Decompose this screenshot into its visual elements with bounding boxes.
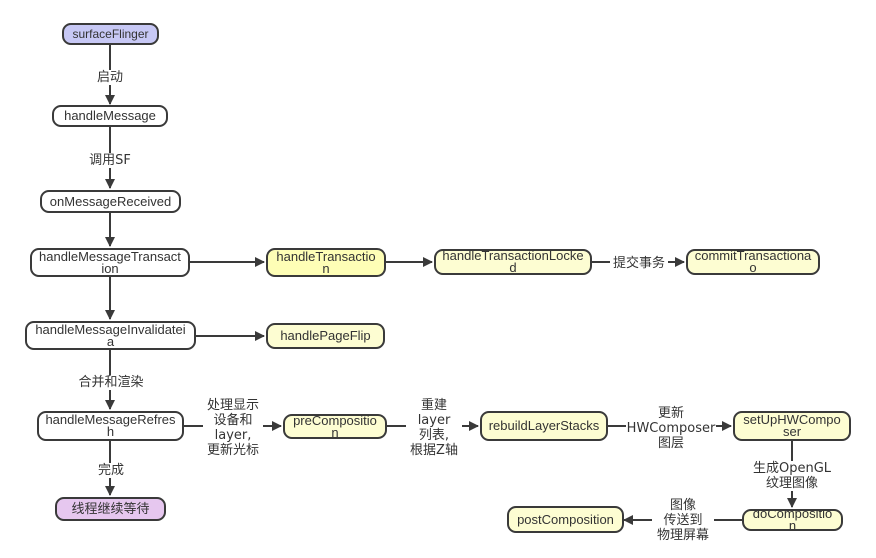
edge-label-start: 启动 (93, 70, 127, 85)
edge-label-process-display: 处理显示 设备和 layer, 更新光标 (203, 398, 263, 458)
node-handle-page-flip[interactable]: handlePageFlip (266, 323, 385, 349)
edge-label-call-sf: 调用SF (87, 153, 133, 168)
node-handle-transaction-locked[interactable]: handleTransactionLocked (434, 249, 592, 275)
node-on-message-received[interactable]: onMessageReceived (40, 190, 181, 213)
edge-label-submit-transaction: 提交事务 (610, 256, 668, 271)
node-do-composition[interactable]: doComposition (742, 509, 843, 531)
edge-label-image-to-screen: 图像 传送到 物理屏幕 (652, 498, 714, 543)
node-thread-wait[interactable]: 线程继续等待 (55, 497, 166, 521)
node-handle-message[interactable]: handleMessage (52, 105, 168, 127)
node-handle-message-invalidate[interactable]: handleMessageInvalidateia (25, 321, 196, 350)
node-post-composition[interactable]: postComposition (507, 506, 624, 533)
edge-label-merge-render: 合并和渲染 (76, 375, 146, 390)
node-handle-message-refresh[interactable]: handleMessageRefresh (37, 411, 184, 441)
edge-label-rebuild-layer: 重建 layer 列表, 根据Z轴 (406, 398, 462, 458)
node-rebuild-layer-stacks[interactable]: rebuildLayerStacks (480, 411, 608, 441)
node-handle-message-transaction[interactable]: handleMessageTransaction (30, 248, 190, 277)
node-commit-transaction[interactable]: commitTransactionao (686, 249, 820, 275)
node-set-up-hw-composer[interactable]: setUpHWComposer (733, 411, 851, 441)
edge-label-generate-opengl: 生成OpenGL 纹理图像 (750, 461, 834, 491)
node-pre-composition[interactable]: preComposition (283, 414, 387, 439)
edge-label-done: 完成 (94, 463, 128, 478)
node-surfaceflinger[interactable]: surfaceFlinger (62, 23, 159, 45)
edge-label-update-hwc: 更新 HWComposer 图层 (626, 406, 716, 451)
node-handle-transaction[interactable]: handleTransaction (266, 248, 386, 277)
